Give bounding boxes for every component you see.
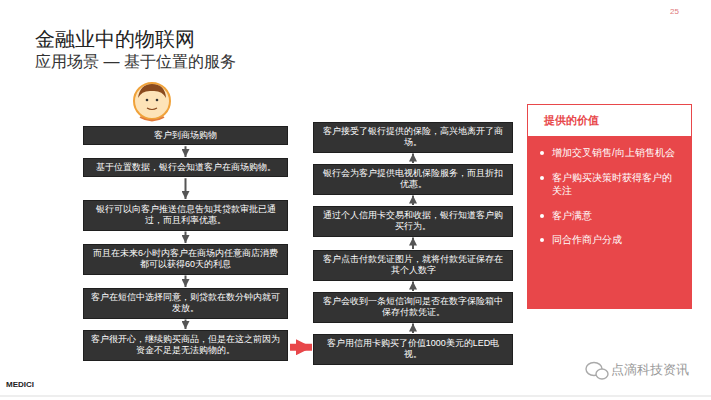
slide-subtitle: 应用场景 — 基于位置的服务 (35, 52, 236, 73)
bullet-dot (540, 238, 544, 242)
flow-arrow (185, 276, 187, 288)
process-box: 客户会收到一条短信询问是否在数字保险箱中保存付款凭证。 (313, 292, 513, 323)
page-number: 25 (670, 7, 679, 16)
box-text: 客户很开心，继续购买商品，但是在这之前因为资金不足是无法购物的。 (90, 334, 281, 357)
bullet-dot (540, 151, 544, 155)
watermark: 点滴科技资讯 (611, 361, 689, 379)
process-box: 银行可以向客户推送信息告知其贷款审批已通过，而且利率优惠。 (83, 200, 288, 231)
transition-arrow (290, 344, 312, 351)
process-box: 客户在短信中选择同意，则贷款在数分钟内就可发放。 (83, 288, 288, 319)
flow-arrow (185, 178, 187, 199)
box-text: 银行会为客户提供电视机保险服务，而且折扣优惠。 (320, 168, 506, 191)
flow-arrow (185, 232, 187, 244)
wechat-icon (586, 363, 608, 380)
process-box: 客户用信用卡购买了价值1000美元的LED电视。 (313, 334, 513, 365)
bullet-text: 客户满意 (552, 209, 592, 223)
process-box: 客户接受了银行提供的保险，高兴地离开了商场。 (313, 122, 513, 153)
panel-heading: 提供的价值 (528, 105, 691, 136)
box-text: 客户接受了银行提供的保险，高兴地离开了商场。 (320, 126, 506, 149)
flow-arrow (412, 154, 414, 164)
box-text: 客户在短信中选择同意，则贷款在数分钟内就可发放。 (90, 292, 281, 315)
process-box: 客户很开心，继续购买商品，但是在这之前因为资金不足是无法购物的。 (83, 330, 288, 361)
customer-avatar (134, 83, 170, 121)
box-text: 客户到商场购物 (90, 130, 281, 141)
process-box: 客户点击付款凭证图片，就将付款凭证保存在其个人数字 (313, 250, 513, 281)
bullet-dot (540, 176, 544, 180)
process-box: 通过个人信用卡交易和收据，银行知道客户购买行为。 (313, 206, 513, 237)
process-box: 银行会为客户提供电视机保险服务，而且折扣优惠。 (313, 164, 513, 195)
slide-title: 金融业中的物联网 (35, 26, 195, 53)
bullet-item: 增加交叉销售/向上销售机会 (540, 146, 681, 160)
value-panel: 提供的价值增加交叉销售/向上销售机会客户购买决策时获得客户的关注客户满意同合作商… (527, 104, 692, 309)
bullet-item: 客户满意 (540, 209, 681, 223)
box-text: 客户会收到一条短信询问是否在数字保险箱中保存付款凭证。 (320, 296, 506, 319)
box-text: 客户用信用卡购买了价值1000美元的LED电视。 (320, 338, 506, 361)
box-text: 通过个人信用卡交易和收据，银行知道客户购买行为。 (320, 210, 506, 233)
box-text: 而且在未来6小时内客户在商场内任意商店消费都可以获得60天的利息 (90, 248, 281, 271)
flow-arrow (185, 320, 187, 330)
flow-arrow (412, 324, 414, 334)
bullet-text: 同合作商户分成 (552, 233, 622, 247)
process-box: 客户到商场购物 (83, 126, 288, 145)
bullet-item: 客户购买决策时获得客户的关注 (540, 171, 681, 198)
bullet-item: 同合作商户分成 (540, 233, 681, 247)
flow-arrow (185, 146, 187, 157)
flow-arrow (412, 238, 414, 250)
process-box: 而且在未来6小时内客户在商场内任意商店消费都可以获得60天的利息 (83, 244, 288, 275)
bullet-text: 客户购买决策时获得客户的关注 (552, 171, 681, 198)
box-text: 客户点击付款凭证图片，就将付款凭证保存在其个人数字 (320, 254, 506, 277)
flow-arrow (412, 282, 414, 292)
logo-text: MEDICI (6, 380, 34, 389)
box-text: 基于位置数据，银行会知道客户在商场购物。 (90, 162, 281, 173)
bullet-dot (540, 214, 544, 218)
process-box: 基于位置数据，银行会知道客户在商场购物。 (83, 158, 288, 177)
box-text: 银行可以向客户推送信息告知其贷款审批已通过，而且利率优惠。 (90, 204, 281, 227)
footer-rule (0, 396, 711, 397)
flow-arrow (412, 196, 414, 206)
bullet-text: 增加交叉销售/向上销售机会 (552, 146, 675, 160)
panel-fill: 增加交叉销售/向上销售机会客户购买决策时获得客户的关注客户满意同合作商户分成 (528, 136, 691, 308)
